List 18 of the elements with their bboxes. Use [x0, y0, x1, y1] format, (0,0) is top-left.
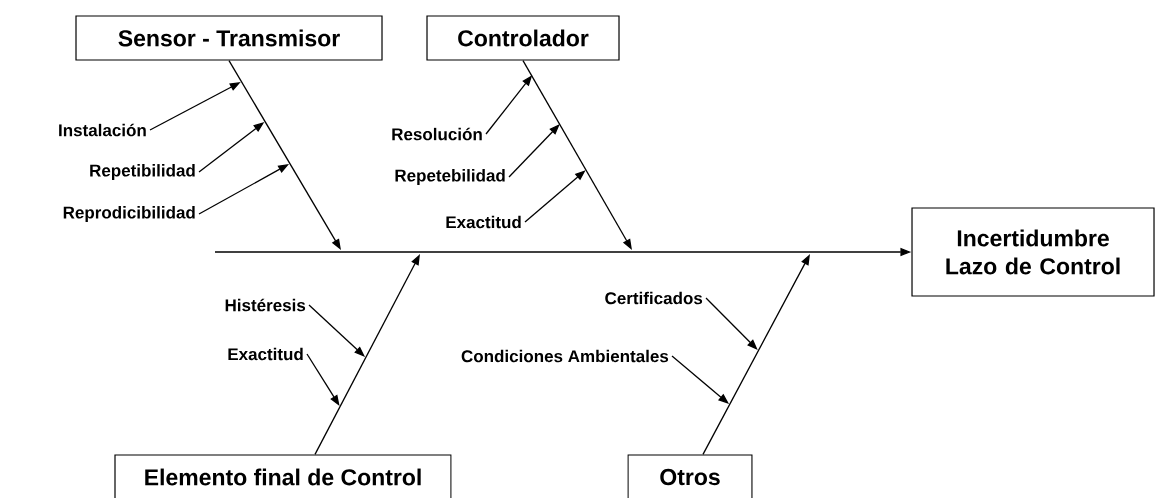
cause-label: Histéresis [225, 298, 306, 312]
category-box: Controlador [426, 15, 620, 61]
category-box: Incertidumbre Lazo de Control [911, 207, 1155, 297]
cause-label: Exactitud [446, 215, 521, 229]
cause-label: Condiciones Ambientales [461, 349, 669, 363]
cause-label: Repetebilidad [395, 169, 505, 185]
arrow [705, 297, 758, 350]
category-box: Otros [627, 454, 753, 498]
cause-label: Reprodicibilidad [63, 206, 195, 222]
cause-label: Instalación [59, 123, 146, 137]
cause-label: Certificados [605, 291, 703, 305]
arrow [306, 353, 340, 406]
cause-label: Repetibilidad [90, 164, 195, 180]
cause-label: Resolución [392, 127, 482, 141]
category-box: Elemento final de Control [114, 454, 452, 498]
arrow [508, 124, 560, 178]
category-box: Sensor - Transmisor [75, 15, 383, 61]
cause-label: Exactitud [228, 347, 303, 361]
